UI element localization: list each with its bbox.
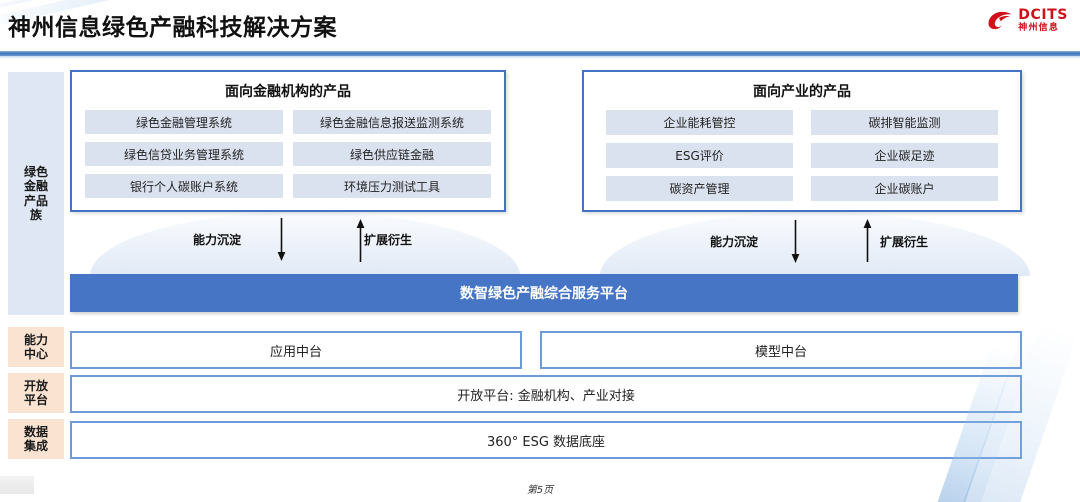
product-tile[interactable]: 绿色金融信息报送监测系统 — [293, 110, 491, 134]
layer-data-base[interactable]: 360° ESG 数据底座 — [70, 421, 1022, 459]
sidebar-item-green-finance-products[interactable]: 绿色金融产品族 — [8, 72, 64, 315]
layer-model-middle-platform[interactable]: 模型中台 — [540, 331, 1022, 369]
layer-app-middle-platform[interactable]: 应用中台 — [70, 331, 522, 369]
sidebar-item-open-platform[interactable]: 开放平台 — [8, 373, 64, 413]
dcits-logo: DCITS 神州信息 — [986, 8, 1068, 33]
product-group-title-industry: 面向产业的产品 — [753, 84, 851, 100]
platform-bar[interactable]: 数智绿色产融综合服务平台 — [70, 274, 1018, 312]
logo-text-cn: 神州信息 — [1018, 23, 1060, 33]
product-tile[interactable]: 绿色供应链金融 — [293, 142, 491, 166]
layer-label-app-middle: 应用中台 — [269, 344, 322, 360]
product-tile[interactable]: 环境压力测试工具 — [293, 174, 491, 198]
product-tile-grid-industry: 企业能耗管控 碳排智能监测 ESG评价 企业碳足迹 碳资产管理 企业碳账户 — [584, 110, 1020, 201]
arrow-down-left-icon — [277, 218, 286, 261]
sidebar-label-green-finance-products: 绿色金融产品族 — [23, 165, 48, 222]
flow-arc-right — [600, 212, 1030, 276]
product-tile[interactable]: 企业碳足迹 — [811, 143, 998, 168]
sidebar-label-data-integration: 数据集成 — [23, 424, 48, 453]
product-tile-grid-financial: 绿色金融管理系统 绿色金融信息报送监测系统 绿色信贷业务管理系统 绿色供应链金融… — [72, 110, 504, 198]
product-group-financial-institutions: 面向金融机构的产品 绿色金融管理系统 绿色金融信息报送监测系统 绿色信贷业务管理… — [70, 70, 506, 212]
product-tile[interactable]: 企业碳账户 — [811, 176, 998, 201]
product-tile[interactable]: 企业能耗管控 — [606, 110, 793, 135]
layer-label-open-platform: 开放平台: 金融机构、产业对接 — [457, 388, 635, 404]
footer-page-number: 第5页 — [526, 485, 554, 496]
layer-open-platform[interactable]: 开放平台: 金融机构、产业对接 — [70, 375, 1022, 413]
flow-label-up-left: 扩展衍生 — [364, 233, 413, 247]
platform-bar-label: 数智绿色产融综合服务平台 — [460, 286, 628, 302]
sidebar-item-ability-center[interactable]: 能力中心 — [8, 327, 64, 367]
sidebar-item-data-integration[interactable]: 数据集成 — [8, 419, 64, 459]
product-tile[interactable]: 银行个人碳账户系统 — [85, 174, 283, 198]
flow-arc-left — [90, 212, 520, 276]
flow-label-down-right: 能力沉淀 — [710, 235, 759, 249]
page-title: 神州信息绿色产融科技解决方案 — [8, 15, 337, 41]
arrow-up-left-icon — [356, 219, 365, 262]
product-group-title-financial: 面向金融机构的产品 — [225, 84, 351, 100]
sidebar-label-open-platform: 开放平台 — [23, 378, 48, 407]
product-tile[interactable]: 绿色信贷业务管理系统 — [85, 142, 283, 166]
product-tile[interactable]: ESG评价 — [606, 143, 793, 168]
arrow-up-right-icon — [863, 219, 872, 262]
product-group-industry: 面向产业的产品 企业能耗管控 碳排智能监测 ESG评价 企业碳足迹 碳资产管理 … — [582, 70, 1022, 212]
flow-label-up-right: 扩展衍生 — [880, 235, 929, 249]
bottom-left-decoration — [0, 476, 34, 494]
layer-label-model-middle: 模型中台 — [754, 344, 807, 360]
sidebar-label-ability-center: 能力中心 — [23, 332, 48, 361]
header-divider-soft — [0, 56, 1080, 59]
flow-label-down-left: 能力沉淀 — [193, 233, 242, 247]
layer-label-data-base: 360° ESG 数据底座 — [486, 434, 606, 450]
logo-swoosh-icon — [988, 11, 1013, 30]
arrow-down-right-icon — [791, 220, 800, 263]
logo-text-en: DCITS — [1018, 7, 1068, 23]
product-tile[interactable]: 绿色金融管理系统 — [85, 110, 283, 134]
product-tile[interactable]: 碳排智能监测 — [811, 110, 998, 135]
product-tile[interactable]: 碳资产管理 — [606, 176, 793, 201]
header-divider — [0, 51, 1080, 56]
